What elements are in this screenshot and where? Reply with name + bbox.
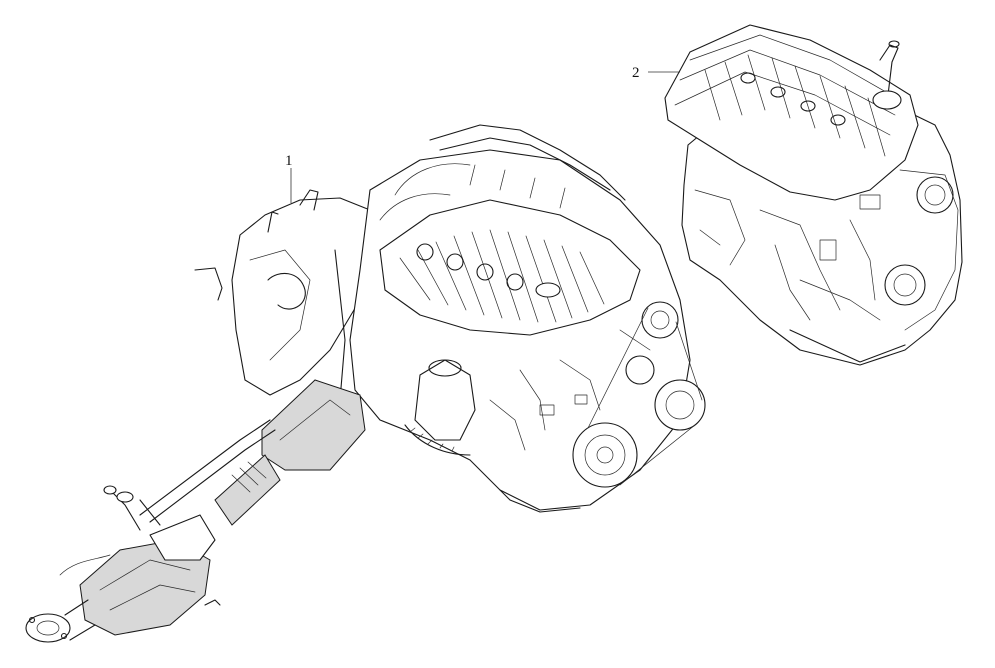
callout-2-label: 2 [632, 65, 640, 81]
part-2-long-block-engine[interactable] [664, 24, 963, 366]
callout-1: 1 [285, 153, 293, 203]
callout-1-label: 1 [285, 153, 293, 169]
exhaust-system[interactable] [25, 379, 366, 643]
callout-2: 2 [632, 65, 680, 81]
part-1-engine-assembly[interactable] [194, 124, 706, 513]
